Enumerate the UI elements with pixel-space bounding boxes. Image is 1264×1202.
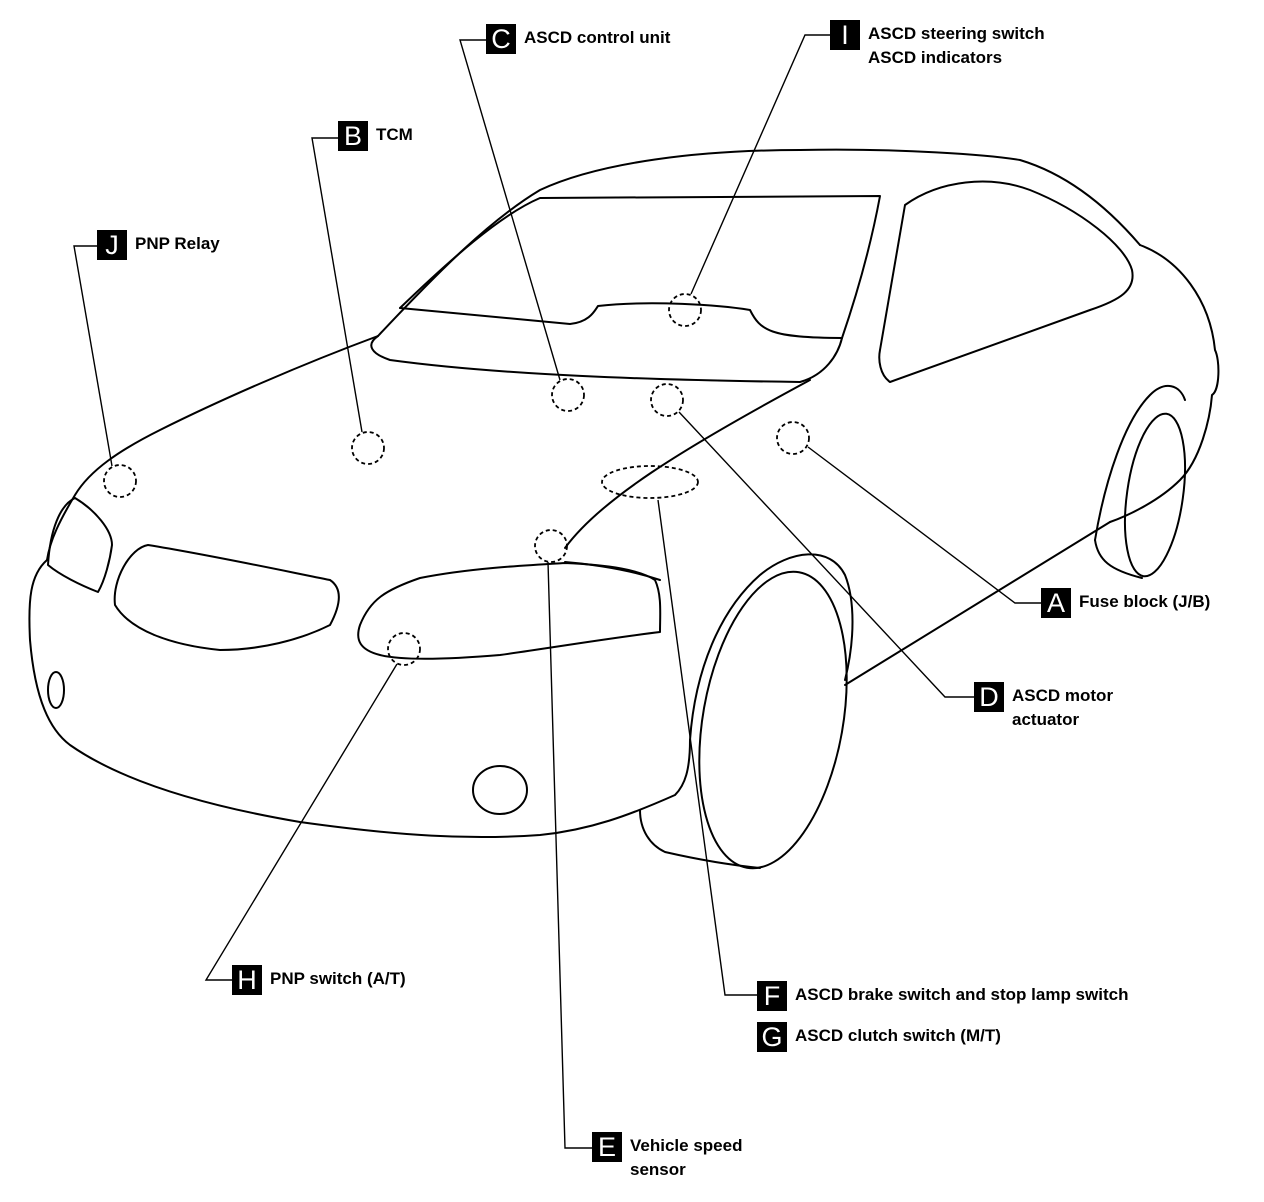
callout-b-letter: B xyxy=(338,121,368,151)
callout-d-letter: D xyxy=(974,682,1004,712)
marker-f-g xyxy=(601,465,699,499)
right-fog-light xyxy=(472,765,528,815)
leader-f-g xyxy=(657,499,757,996)
car-outline xyxy=(28,148,1220,870)
leader-d xyxy=(678,411,974,698)
callout-j: J PNP Relay xyxy=(97,230,220,260)
callout-i: I ASCD steering switch ASCD indicators xyxy=(830,20,1045,70)
leader-i xyxy=(690,34,830,295)
marker-i xyxy=(668,293,702,327)
hood-left-edge xyxy=(46,335,379,561)
callout-g-letter: G xyxy=(757,1022,787,1052)
front-fascia xyxy=(28,559,691,839)
front-wheel-arch xyxy=(689,553,854,741)
callout-c-letter: C xyxy=(486,24,516,54)
callout-h: H PNP switch (A/T) xyxy=(232,965,406,995)
callout-e-label: Vehicle speed sensor xyxy=(630,1136,743,1179)
lower-bumper xyxy=(639,809,761,869)
callout-b: B TCM xyxy=(338,121,413,151)
callout-f-letter: F xyxy=(757,981,787,1011)
marker-h xyxy=(387,632,421,666)
callout-d: D ASCD motor actuator xyxy=(974,682,1113,732)
rear-wheel xyxy=(1124,412,1186,578)
callout-j-label: PNP Relay xyxy=(135,234,220,253)
callout-j-letter: J xyxy=(97,230,127,260)
callout-a-label: Fuse block (J/B) xyxy=(1079,592,1211,611)
callout-h-letter: H xyxy=(232,965,262,995)
marker-a xyxy=(776,421,810,455)
left-fog-light xyxy=(47,671,65,709)
callout-g-label: ASCD clutch switch (M/T) xyxy=(795,1026,1001,1045)
leader-e xyxy=(547,561,592,1149)
front-wheel xyxy=(698,570,848,870)
hood-rear-edge xyxy=(370,335,843,383)
leader-c xyxy=(459,39,561,381)
marker-c xyxy=(551,378,585,412)
callout-d-label: ASCD motor actuator xyxy=(1012,686,1114,729)
callout-i-label: ASCD steering switch ASCD indicators xyxy=(868,24,1045,67)
side-sill xyxy=(844,521,1111,686)
leader-h xyxy=(204,663,398,981)
callout-a: A Fuse block (J/B) xyxy=(1041,588,1210,618)
windshield xyxy=(399,195,881,339)
leader-lines xyxy=(73,34,1041,1149)
left-headlight xyxy=(47,497,113,593)
car-roof xyxy=(377,148,1141,337)
grille-left xyxy=(113,544,340,651)
leader-b xyxy=(311,137,363,433)
leader-a xyxy=(807,446,1041,604)
callout-f: F ASCD brake switch and stop lamp switch xyxy=(757,981,1128,1011)
marker-j xyxy=(103,464,137,498)
dashboard-edge xyxy=(399,302,843,339)
callout-c: C ASCD control unit xyxy=(486,24,670,54)
component-markers xyxy=(103,293,810,666)
rear-wheel-lower xyxy=(1094,539,1143,579)
grille-right xyxy=(357,562,662,660)
callout-e: E Vehicle speed sensor xyxy=(592,1132,742,1182)
leader-j xyxy=(73,245,113,467)
callout-a-letter: A xyxy=(1041,588,1071,618)
callout-i-letter: I xyxy=(830,20,860,50)
callout-b-label: TCM xyxy=(376,125,413,144)
marker-d xyxy=(650,383,684,417)
callout-h-label: PNP switch (A/T) xyxy=(270,969,406,988)
hood-fender-curve xyxy=(564,379,811,549)
callout-e-letter: E xyxy=(592,1132,622,1162)
rear-side-window xyxy=(878,180,1134,383)
callout-f-label: ASCD brake switch and stop lamp switch xyxy=(795,985,1129,1004)
callout-c-label: ASCD control unit xyxy=(524,28,671,47)
marker-b xyxy=(351,431,385,465)
rear-wheel-arch xyxy=(1094,385,1186,541)
callout-g: G ASCD clutch switch (M/T) xyxy=(757,1022,1001,1052)
marker-e xyxy=(534,529,568,563)
car-rear-body xyxy=(1109,244,1220,523)
